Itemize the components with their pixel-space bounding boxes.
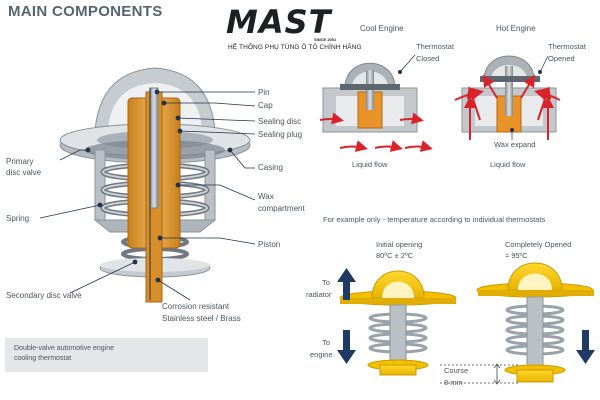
label-corrosion-2: Stainless steel / Brass xyxy=(162,314,241,323)
label-primary-1: Primary xyxy=(6,157,34,166)
cool-engine-state-2: Closed xyxy=(416,54,440,63)
completely-opened-2: ≈ 95ºC xyxy=(505,251,528,260)
cool-engine-illustration xyxy=(319,62,433,152)
cool-engine-state-1: Thermostat xyxy=(416,42,454,51)
completely-opened-illustration xyxy=(476,262,594,383)
to-radiator-2: radiator xyxy=(306,290,332,299)
caption: Double-valve automotive engine cooling t… xyxy=(14,344,114,364)
label-corrosion-1: Corrosion resistant xyxy=(162,302,230,311)
label-primary-2: disc valve xyxy=(6,168,42,177)
caption-box xyxy=(5,338,208,372)
hot-engine-flow: Liquid flow xyxy=(490,160,526,169)
hot-engine-illustration xyxy=(454,55,561,140)
brand-logo: MAST SINCE 2001 HỆ THỐNG PHỤ TÙNG Ô TÔ C… xyxy=(226,3,364,51)
example-note: For example only - temperature according… xyxy=(323,215,546,224)
caption-line-1: Double-valve automotive engine xyxy=(14,345,115,352)
caption-line-2: cooling thermostat xyxy=(14,355,72,362)
course-measure xyxy=(440,363,520,385)
hot-engine-title: Hot Engine xyxy=(496,24,536,33)
engine-leader-lines xyxy=(398,54,549,140)
label-pin: Pin xyxy=(258,88,270,97)
to-engine-arrow xyxy=(337,330,356,364)
brand-name: MAST xyxy=(226,3,332,41)
label-casing: Casing xyxy=(258,163,283,172)
to-engine-1: To xyxy=(322,338,330,347)
brand-tagline: HỆ THỐNG PHỤ TÙNG Ô TÔ CHÍNH HÃNG xyxy=(228,44,362,51)
flow-arrows xyxy=(337,268,595,364)
initial-opening-illustration xyxy=(339,270,457,376)
label-spring: Spring xyxy=(6,214,30,223)
initial-opening-2: 80ºC ± 2ºC xyxy=(376,251,414,260)
to-radiator-1: To xyxy=(322,278,330,287)
page-title: MAIN COMPONENTS xyxy=(8,3,163,20)
label-sealing-disc: Sealing disc xyxy=(258,117,302,126)
course-1: Course xyxy=(444,366,469,375)
cool-engine-title: Cool Engine xyxy=(360,24,404,33)
label-cap: Cap xyxy=(258,101,273,110)
label-piston: Piston xyxy=(258,240,281,249)
label-wax-1: Wax xyxy=(258,192,274,201)
hot-engine-state-2: Opened xyxy=(548,54,575,63)
label-wax-2: compartment xyxy=(258,204,305,213)
cool-engine-flow: Liquid flow xyxy=(352,160,388,169)
hot-engine-wax: Wax expand xyxy=(494,140,536,149)
course-2: 8 mm xyxy=(444,378,463,387)
hot-engine-state-1: Thermostat xyxy=(548,42,586,51)
main-leader-lines xyxy=(39,89,256,301)
completely-opened-1: Completely Opened xyxy=(505,240,572,249)
label-sealing-plug: Sealing plug xyxy=(258,130,303,139)
to-radiator-arrow xyxy=(337,268,356,300)
brand-since: SINCE 2001 xyxy=(314,37,337,42)
right-down-arrow xyxy=(576,330,595,364)
to-engine-2: engine xyxy=(310,350,333,359)
label-secondary: Secondary disc valve xyxy=(6,291,82,300)
main-thermostat-illustration xyxy=(59,67,251,303)
initial-opening-1: Initial opening xyxy=(376,240,423,249)
